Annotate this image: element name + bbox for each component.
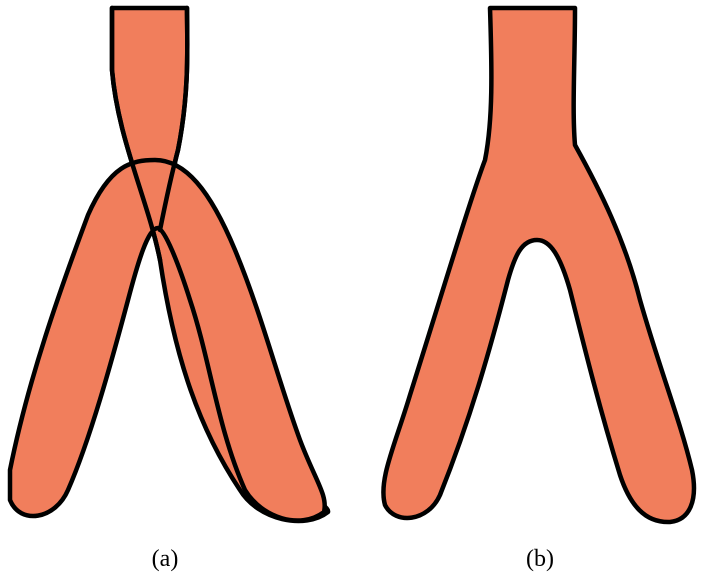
panel-a-caption: (a)	[152, 546, 179, 572]
crossing-overlap-line-left	[109, 5, 163, 263]
arch-tube	[7, 157, 327, 523]
panel-a: (a)	[7, 5, 331, 572]
forked-tube	[381, 5, 697, 525]
panel-b: (b)	[381, 5, 697, 572]
panel-b-caption: (b)	[526, 546, 554, 572]
crossing-overlap-line	[157, 5, 190, 233]
